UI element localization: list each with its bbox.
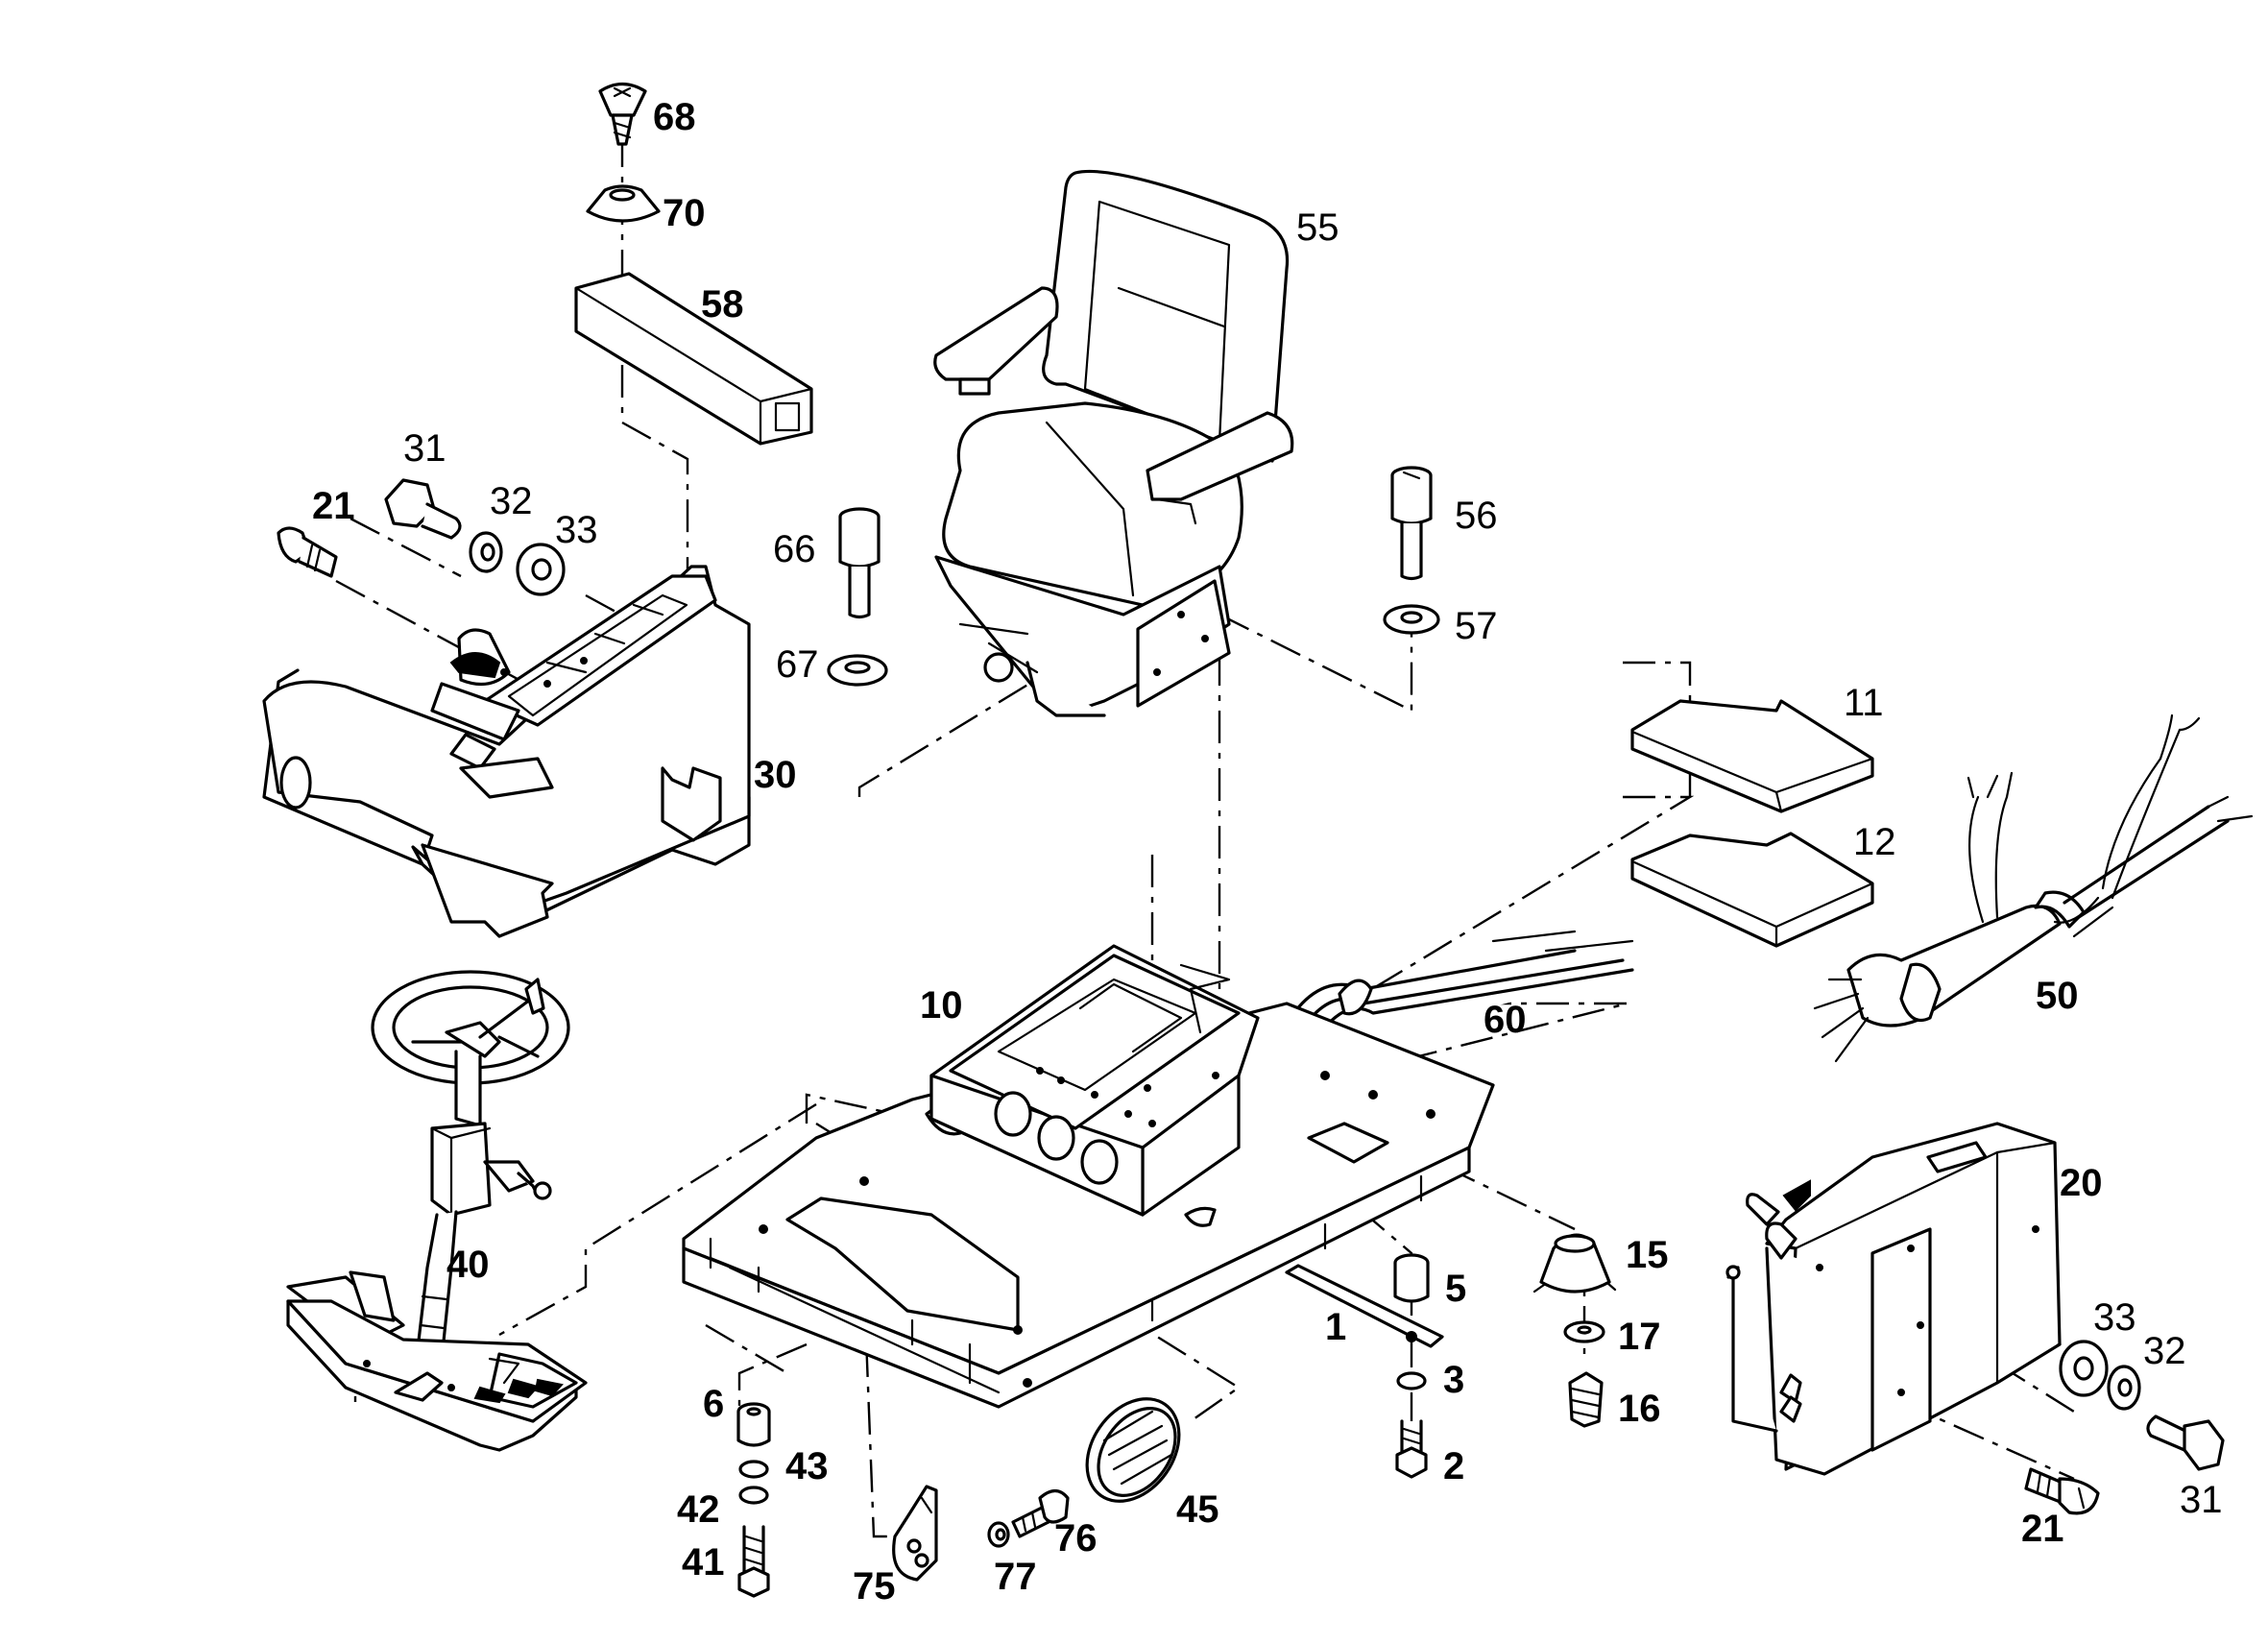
washer-43 [738,1460,769,1479]
washer-33-right [2059,1340,2109,1397]
callout-5: 5 [1445,1268,1466,1310]
bracket-75 [892,1485,938,1582]
callout-57: 57 [1455,605,1498,647]
callout-11: 11 [1844,682,1884,724]
washer-32-left [469,531,503,573]
callout-30: 30 [754,754,797,796]
cap-screw-56 [1390,466,1433,581]
floor-mat-12 [1630,832,1874,948]
callout-55: 55 [1296,206,1339,249]
base-frame-10 [682,944,1495,1409]
callout-32-left: 32 [490,480,533,522]
callout-76: 76 [1054,1517,1098,1559]
callout-32-right: 32 [2143,1330,2186,1372]
callout-66: 66 [773,528,816,570]
cable-harness-50 [1813,713,2254,1063]
callout-41: 41 [682,1541,725,1584]
left-console-30 [262,565,751,938]
callout-68: 68 [653,96,696,138]
callout-6: 6 [703,1383,724,1425]
washer-42 [738,1486,769,1505]
callout-3: 3 [1443,1359,1464,1401]
washer-57 [1383,604,1440,635]
screw-21-right [2024,1467,2100,1515]
callout-33-right: 33 [2093,1296,2136,1339]
callout-56: 56 [1455,495,1498,537]
washer-17 [1563,1320,1605,1343]
callout-31-right: 31 [2180,1479,2223,1521]
washer-3 [1396,1371,1427,1390]
callout-60: 60 [1484,999,1527,1041]
washer-67 [827,654,888,687]
rubber-mount-5 [1393,1253,1430,1303]
armrest-tube-58 [574,272,813,446]
callout-labels: 68 70 58 55 31 21 32 33 66 56 57 67 30 1… [312,96,2223,1608]
callout-20: 20 [2060,1162,2103,1204]
callout-77: 77 [994,1556,1037,1598]
screw-21-left [277,526,338,578]
callout-16: 16 [1618,1388,1661,1430]
callout-33-left: 33 [555,509,598,551]
screw-68 [598,82,647,146]
callout-21-left: 21 [312,485,355,527]
callout-21-right: 21 [2021,1508,2064,1550]
callout-45: 45 [1176,1488,1219,1531]
callout-43: 43 [785,1445,829,1487]
rubber-mount-15 [1532,1233,1617,1293]
bolt-31-right [2146,1414,2225,1471]
callout-31-left: 31 [403,427,446,470]
callout-12: 12 [1853,821,1896,863]
floor-mat-11 [1630,699,1874,813]
cover-cap-45 [1085,1397,1181,1503]
cup-washer-70 [586,184,661,223]
rubber-mount-6 [736,1402,771,1447]
callout-42: 42 [677,1488,720,1531]
callout-70: 70 [663,192,706,234]
bolt-31-left [384,478,462,540]
washer-33-left [516,543,566,596]
callout-50: 50 [2036,975,2079,1017]
bolt-41 [737,1525,770,1598]
right-console-20 [1725,1122,2062,1476]
callout-2: 2 [1443,1445,1464,1487]
bolt-2 [1395,1419,1428,1479]
callout-1: 1 [1325,1306,1346,1348]
washer-77 [987,1521,1010,1548]
callout-67: 67 [776,643,819,686]
steering-column-40 [286,970,588,1452]
cap-screw-66 [838,507,881,619]
callout-40: 40 [446,1244,490,1286]
washer-32-right [2107,1365,2141,1411]
callout-15: 15 [1626,1234,1669,1276]
callout-10: 10 [920,984,963,1027]
strap-1 [1285,1264,1444,1348]
callout-75: 75 [853,1565,896,1608]
callout-58: 58 [701,283,744,326]
seat-55 [933,169,1294,717]
screw-16 [1568,1371,1604,1428]
screw-76 [1011,1488,1070,1538]
callout-17: 17 [1618,1316,1661,1358]
